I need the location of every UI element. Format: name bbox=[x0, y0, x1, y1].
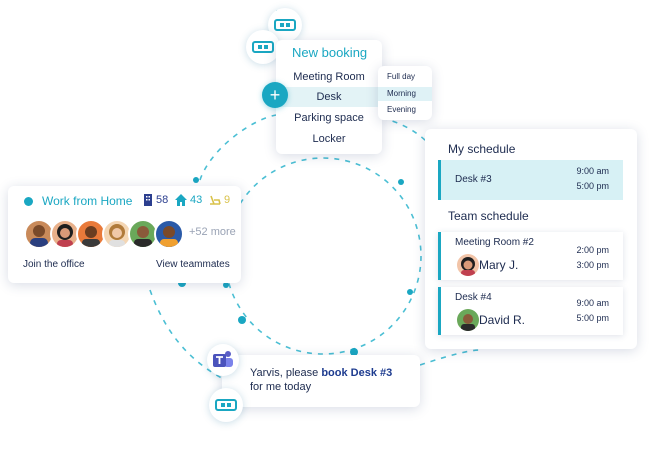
leave-count: 9 bbox=[209, 194, 230, 206]
my-schedule-item[interactable]: Desk #3 9:00 am 5:00 pm bbox=[438, 160, 623, 200]
new-booking-title: New booking bbox=[292, 45, 368, 60]
team-schedule-item[interactable]: Meeting Room #2 Mary J. 2:00 pm 3:00 pm bbox=[438, 232, 623, 280]
schedule-end-time: 5:00 pm bbox=[576, 313, 609, 323]
avatar[interactable] bbox=[102, 219, 132, 249]
schedule-end-time: 3:00 pm bbox=[576, 260, 609, 270]
time-option-evening[interactable]: Evening bbox=[387, 105, 416, 114]
home-icon bbox=[175, 194, 187, 206]
time-options-menu: Full day Morning Evening bbox=[378, 66, 432, 120]
booking-option-meeting-room[interactable]: Meeting Room bbox=[293, 71, 365, 83]
home-count-value: 43 bbox=[190, 194, 203, 206]
schedule-start-time: 2:00 pm bbox=[576, 245, 609, 255]
chat-message-suffix: for me today bbox=[250, 381, 312, 393]
home-count: 43 bbox=[175, 194, 202, 206]
more-teammates-count[interactable]: +52 more bbox=[189, 226, 236, 238]
status-dot bbox=[24, 197, 33, 206]
schedule-start-time: 9:00 am bbox=[576, 298, 609, 308]
app-logo-icon bbox=[246, 30, 280, 64]
avatar[interactable] bbox=[154, 219, 184, 249]
chat-message-card: Yarvis, please book Desk #3 for me today bbox=[222, 355, 420, 407]
wfh-title: Work from Home bbox=[42, 194, 133, 208]
leave-count-value: 9 bbox=[224, 194, 231, 206]
team-member-name: David R. bbox=[479, 313, 526, 327]
avatar bbox=[457, 254, 479, 276]
chat-message-prefix: Yarvis, please bbox=[250, 367, 322, 379]
add-booking-button[interactable]: + bbox=[262, 82, 288, 108]
chat-message-command: book Desk #3 bbox=[321, 367, 393, 379]
my-schedule-title: My schedule bbox=[448, 142, 516, 156]
booking-option-parking-space[interactable]: Parking space bbox=[294, 112, 364, 124]
view-teammates-link[interactable]: View teammates bbox=[156, 259, 230, 270]
booking-option-locker[interactable]: Locker bbox=[312, 133, 346, 145]
time-option-morning[interactable]: Morning bbox=[378, 87, 432, 101]
avatar[interactable] bbox=[50, 219, 80, 249]
schedule-start-time: 9:00 am bbox=[576, 166, 609, 176]
avatar[interactable] bbox=[128, 219, 158, 249]
join-office-link[interactable]: Join the office bbox=[23, 259, 85, 270]
schedule-item-label: Desk #4 bbox=[455, 292, 492, 303]
time-option-full-day[interactable]: Full day bbox=[387, 72, 416, 81]
beach-chair-icon bbox=[210, 195, 221, 205]
schedule-item-label: Meeting Room #2 bbox=[455, 237, 534, 248]
team-schedule-title: Team schedule bbox=[448, 209, 529, 223]
office-count-value: 58 bbox=[156, 194, 169, 206]
team-schedule-item[interactable]: Desk #4 David R. 9:00 am 5:00 pm bbox=[438, 287, 623, 335]
office-building-icon bbox=[144, 194, 152, 206]
chat-message: Yarvis, please book Desk #3 for me today bbox=[250, 366, 415, 394]
teams-icon bbox=[207, 344, 239, 376]
schedule-item-label: Desk #3 bbox=[455, 174, 492, 185]
avatar bbox=[457, 309, 479, 331]
avatar[interactable] bbox=[76, 219, 106, 249]
work-from-home-card: Work from Home 58 43 9 +52 more Join the… bbox=[8, 186, 241, 283]
schedule-card: My schedule Desk #3 9:00 am 5:00 pm Team… bbox=[425, 129, 637, 349]
schedule-end-time: 5:00 pm bbox=[576, 181, 609, 191]
team-member-name: Mary J. bbox=[479, 258, 519, 272]
app-logo-icon bbox=[209, 388, 243, 422]
office-count: 58 bbox=[143, 194, 168, 206]
new-booking-card: New booking Meeting Room Desk Parking sp… bbox=[276, 40, 382, 154]
booking-option-desk[interactable]: Desk bbox=[276, 87, 382, 107]
